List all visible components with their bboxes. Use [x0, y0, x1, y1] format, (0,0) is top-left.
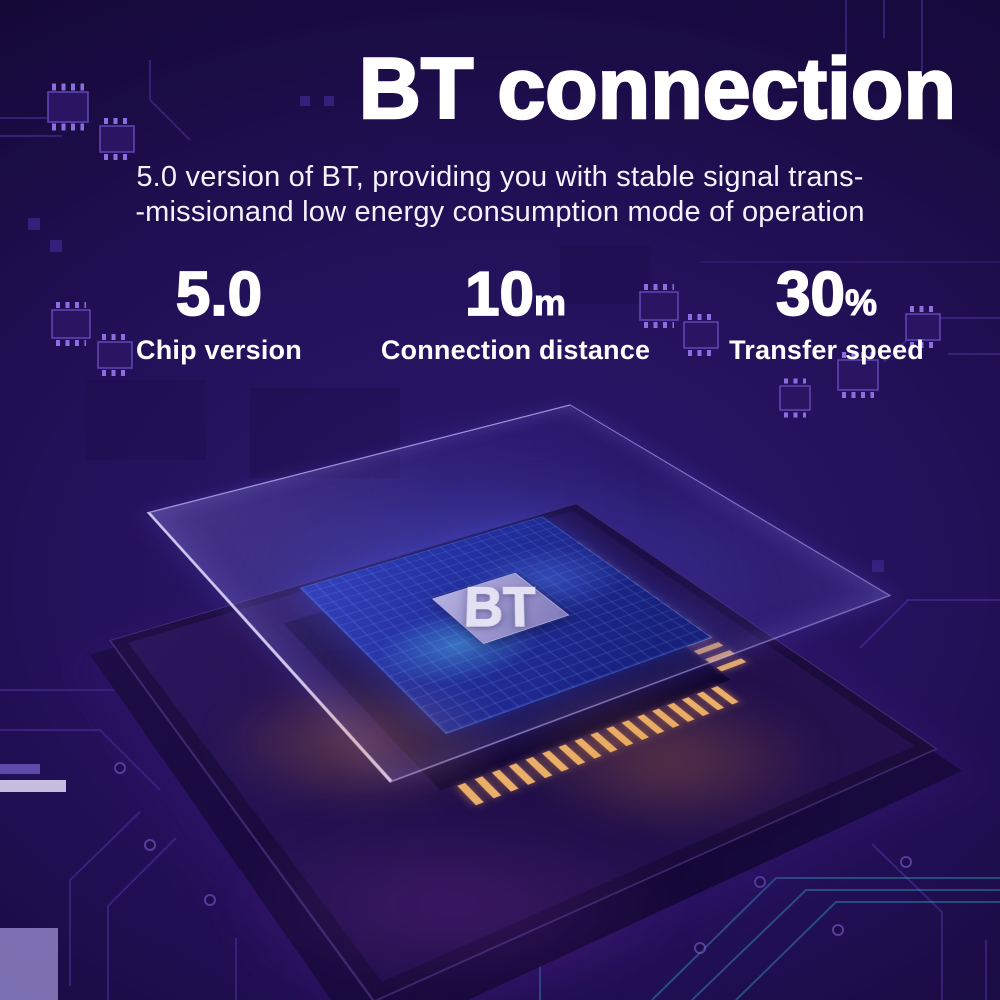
blurred-background-chips — [86, 0, 1000, 478]
stat-transfer-speed: 30% Transfer speed — [729, 260, 924, 366]
chip-layer-stack: BT — [89, 404, 963, 1000]
stat-value: 30% — [775, 260, 878, 329]
stat-connection-distance: 10m Connection distance — [380, 260, 651, 366]
subtitle-line-2: -missionand low energy consumption mode … — [135, 196, 865, 229]
subtitle-line-1: 5.0 version of BT, providing you with st… — [136, 161, 864, 193]
stat-value: 10m — [464, 260, 566, 329]
stat-unit: m — [533, 282, 566, 323]
stat-label: Chip version — [136, 335, 302, 365]
subtitle: 5.0 version of BT, providing you with st… — [8, 160, 992, 231]
stat-unit: % — [845, 282, 878, 323]
stat-label: Connection distance — [380, 335, 651, 365]
via-dots — [114, 762, 912, 954]
teal-traces — [539, 877, 1000, 1000]
stat-chip-version: 5.0 Chip version — [136, 260, 302, 366]
stat-value: 5.0 — [175, 260, 263, 329]
stats-row: 5.0 Chip version 10m Connection distance… — [136, 260, 924, 366]
stat-label: Transfer speed — [729, 335, 924, 365]
ic-chip-icons — [47, 83, 941, 418]
board-edge-pads — [0, 764, 66, 1000]
smd-pads — [28, 96, 884, 572]
page-title: BT connection — [358, 41, 958, 137]
